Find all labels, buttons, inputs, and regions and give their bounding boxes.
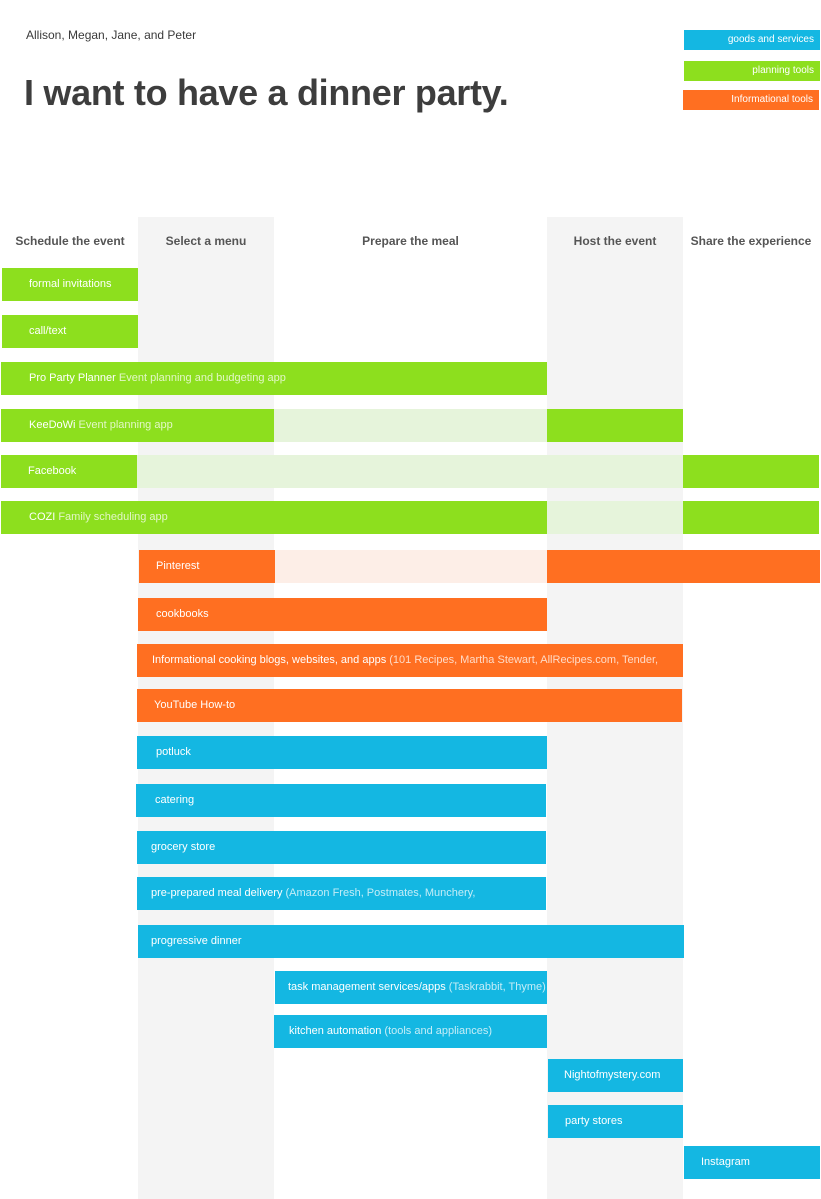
bar-catering: catering <box>136 784 546 817</box>
column-header-schedule: Schedule the event <box>15 234 125 248</box>
bar-pinterest: Pinterest <box>139 550 275 583</box>
cozi-light-segment <box>547 501 683 534</box>
bar-potluck: potluck <box>137 736 547 769</box>
column-header-select-menu: Select a menu <box>165 234 247 248</box>
bar-party-stores: party stores <box>548 1105 683 1138</box>
bar-cookbooks: cookbooks <box>138 598 547 631</box>
keedowi-host-segment <box>547 409 683 442</box>
bar-youtube-how-to: YouTube How-to <box>137 689 682 722</box>
bar-pre-prepared-meal-delivery: pre-prepared meal delivery (Amazon Fresh… <box>137 877 546 910</box>
pinterest-light-segment <box>275 550 547 583</box>
bar-formal-invitations: formal invitations <box>2 268 138 301</box>
facebook-light-segment <box>137 455 683 488</box>
legend-planning-tools: planning tools <box>684 61 820 81</box>
page-title: I want to have a dinner party. <box>24 72 509 113</box>
bar-facebook: Facebook <box>1 455 137 488</box>
bar-task-management: task management services/apps (Taskrabbi… <box>275 971 547 1004</box>
pinterest-host-share-segment <box>547 550 820 583</box>
bar-informational-cooking-blogs: Informational cooking blogs, websites, a… <box>137 644 683 677</box>
facebook-share-segment <box>683 455 819 488</box>
bar-keedowi: KeeDoWi Event planning app <box>1 409 274 442</box>
bar-cozi: COZI Family scheduling app <box>1 501 547 534</box>
bar-call-text: call/text <box>2 315 138 348</box>
keedowi-light-segment <box>274 409 547 442</box>
legend-goods-and-services: goods and services <box>684 30 820 50</box>
bar-instagram: Instagram <box>684 1146 820 1179</box>
legend-informational-tools: Informational tools <box>683 90 819 110</box>
cozi-share-segment <box>683 501 819 534</box>
column-header-prepare-meal: Prepare the meal <box>362 234 459 248</box>
bar-pro-party-planner: Pro Party Planner Event planning and bud… <box>1 362 547 395</box>
bar-nightofmystery: Nightofmystery.com <box>548 1059 683 1092</box>
column-header-host-event: Host the event <box>573 234 657 248</box>
authors: Allison, Megan, Jane, and Peter <box>26 28 197 42</box>
bar-kitchen-automation: kitchen automation (tools and appliances… <box>274 1015 547 1048</box>
bar-progressive-dinner: progressive dinner <box>138 925 684 958</box>
bar-grocery-store: grocery store <box>137 831 546 864</box>
column-header-share-experience: Share the experience <box>690 234 812 248</box>
